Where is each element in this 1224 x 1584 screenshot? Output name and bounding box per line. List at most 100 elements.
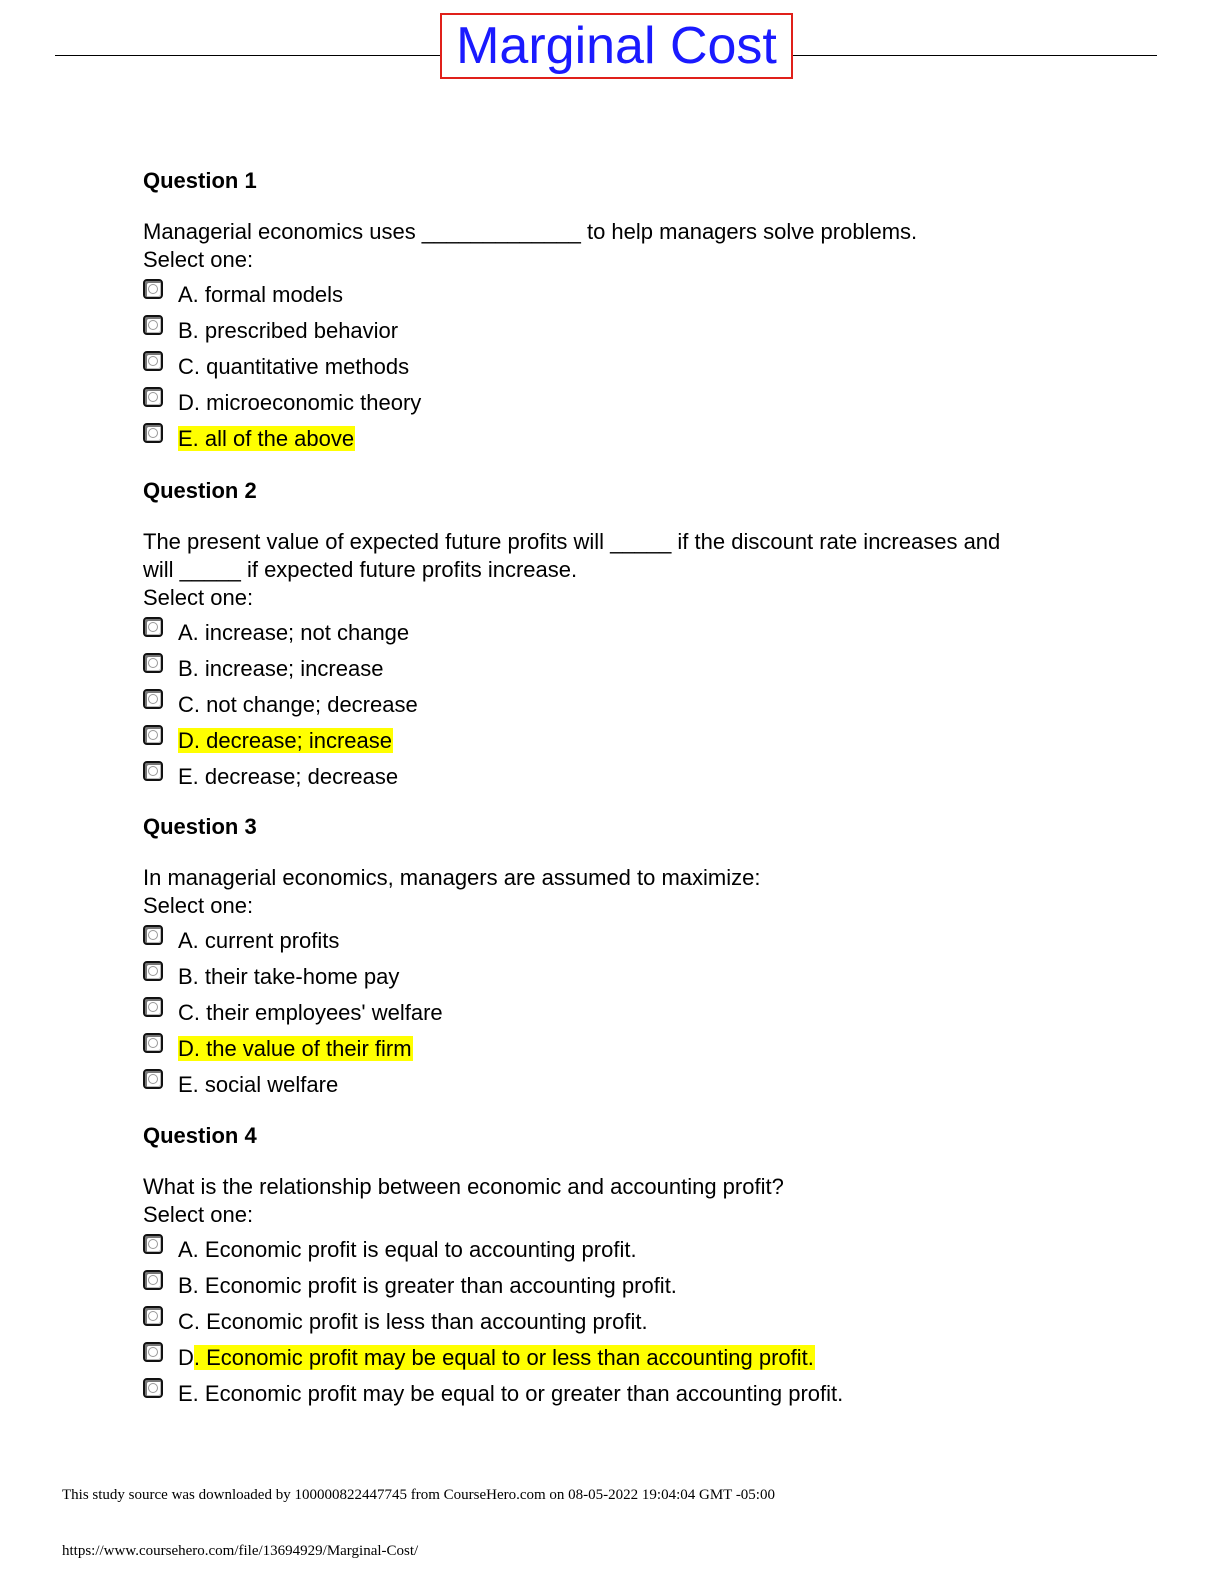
document-title: Marginal Cost (440, 13, 793, 79)
option-label: D. the value of their firm (178, 1033, 413, 1065)
answer-option-d[interactable]: D. decrease; increase (143, 725, 1103, 761)
radio-button-icon[interactable] (143, 1234, 163, 1254)
question-1: Question 1 Managerial economics uses ___… (143, 168, 1103, 459)
radio-button-icon[interactable] (143, 1306, 163, 1326)
answer-options: A. formal models B. prescribed behavior … (143, 279, 1103, 459)
option-label: C. their employees' welfare (178, 997, 443, 1029)
radio-button-icon[interactable] (143, 351, 163, 371)
answer-options: A. current profits B. their take-home pa… (143, 925, 1103, 1105)
answer-option-d[interactable]: D. microeconomic theory (143, 387, 1103, 423)
option-text: C. Economic profit is less than accounti… (178, 1309, 648, 1334)
radio-button-icon[interactable] (143, 1342, 163, 1362)
option-label: E. decrease; decrease (178, 761, 398, 793)
answer-option-c[interactable]: C. quantitative methods (143, 351, 1103, 387)
answer-option-b[interactable]: B. their take-home pay (143, 961, 1103, 997)
question-heading: Question 4 (143, 1123, 257, 1148)
option-text: C. not change; decrease (178, 692, 418, 717)
answer-option-c[interactable]: C. not change; decrease (143, 689, 1103, 725)
header-rule-right (793, 55, 1157, 56)
option-text: D. microeconomic theory (178, 390, 422, 415)
question-text-line: What is the relationship between economi… (143, 1174, 784, 1199)
radio-button-icon[interactable] (143, 761, 163, 781)
option-label: C. quantitative methods (178, 351, 409, 383)
option-label: A. formal models (178, 279, 343, 311)
question-text: What is the relationship between economi… (143, 1173, 1103, 1201)
answer-option-b[interactable]: B. prescribed behavior (143, 315, 1103, 351)
question-2: Question 2 The present value of expected… (143, 478, 1103, 797)
answer-option-e[interactable]: E. all of the above (143, 423, 1103, 459)
option-label: B. Economic profit is greater than accou… (178, 1270, 677, 1302)
radio-button-icon[interactable] (143, 689, 163, 709)
answer-option-d[interactable]: D. Economic profit may be equal to or le… (143, 1342, 1103, 1378)
radio-button-icon[interactable] (143, 961, 163, 981)
radio-button-icon[interactable] (143, 315, 163, 335)
answer-options: A. Economic profit is equal to accountin… (143, 1234, 1103, 1414)
question-text-line: The present value of expected future pro… (143, 529, 1001, 554)
option-label: B. increase; increase (178, 653, 383, 685)
select-one-label: Select one: (143, 1202, 254, 1227)
question-text-line: Managerial economics uses _____________ … (143, 219, 918, 244)
answer-option-a[interactable]: A. formal models (143, 279, 1103, 315)
radio-button-icon[interactable] (143, 997, 163, 1017)
option-label: E. social welfare (178, 1069, 338, 1101)
highlighted-answer: . Economic profit may be equal to or les… (193, 1345, 815, 1370)
radio-button-icon[interactable] (143, 725, 163, 745)
option-label: C. not change; decrease (178, 689, 418, 721)
radio-button-icon[interactable] (143, 1033, 163, 1053)
question-text: Managerial economics uses _____________ … (143, 218, 1103, 246)
question-heading: Question 3 (143, 814, 257, 839)
source-url: https://www.coursehero.com/file/13694929… (62, 1543, 419, 1559)
option-text: A. increase; not change (178, 620, 410, 645)
download-source-notice: This study source was downloaded by 1000… (62, 1487, 775, 1503)
answer-option-e[interactable]: E. Economic profit may be equal to or gr… (143, 1378, 1103, 1414)
radio-button-icon[interactable] (143, 1270, 163, 1290)
radio-button-icon[interactable] (143, 617, 163, 637)
radio-button-icon[interactable] (143, 1069, 163, 1089)
highlighted-answer: D. the value of their firm (178, 1036, 413, 1061)
option-text-prefix: D (178, 1345, 194, 1370)
option-text: A. formal models (178, 282, 344, 307)
option-label: C. Economic profit is less than accounti… (178, 1306, 648, 1338)
answer-option-e[interactable]: E. social welfare (143, 1069, 1103, 1105)
question-4: Question 4 What is the relationship betw… (143, 1123, 1103, 1414)
option-label: D. decrease; increase (178, 725, 393, 757)
option-label: B. prescribed behavior (178, 315, 398, 347)
answer-option-c[interactable]: C. their employees' welfare (143, 997, 1103, 1033)
option-text: B. increase; increase (178, 656, 384, 681)
question-text-line: In managerial economics, managers are as… (143, 865, 761, 890)
select-one-label: Select one: (143, 893, 254, 918)
option-text: C. quantitative methods (178, 354, 410, 379)
option-label: A. current profits (178, 925, 339, 957)
answer-option-a[interactable]: A. current profits (143, 925, 1103, 961)
answer-option-b[interactable]: B. increase; increase (143, 653, 1103, 689)
option-label: E. Economic profit may be equal to or gr… (178, 1378, 843, 1410)
option-text: A. current profits (178, 928, 340, 953)
option-text: C. their employees' welfare (178, 1000, 443, 1025)
radio-button-icon[interactable] (143, 925, 163, 945)
answer-option-a[interactable]: A. increase; not change (143, 617, 1103, 653)
answer-option-a[interactable]: A. Economic profit is equal to accountin… (143, 1234, 1103, 1270)
option-text: E. Economic profit may be equal to or gr… (178, 1381, 844, 1406)
option-text: E. decrease; decrease (178, 764, 399, 789)
option-text: A. Economic profit is equal to accountin… (178, 1237, 637, 1262)
radio-button-icon[interactable] (143, 279, 163, 299)
option-text: B. their take-home pay (178, 964, 400, 989)
option-text: B. Economic profit is greater than accou… (178, 1273, 677, 1298)
answer-options: A. increase; not change B. increase; inc… (143, 617, 1103, 797)
answer-option-b[interactable]: B. Economic profit is greater than accou… (143, 1270, 1103, 1306)
radio-button-icon[interactable] (143, 423, 163, 443)
answer-option-d[interactable]: D. the value of their firm (143, 1033, 1103, 1069)
option-label: A. increase; not change (178, 617, 409, 649)
question-heading: Question 1 (143, 168, 257, 193)
question-text-line: will _____ if expected future profits in… (143, 557, 578, 582)
answer-option-c[interactable]: C. Economic profit is less than accounti… (143, 1306, 1103, 1342)
radio-button-icon[interactable] (143, 1378, 163, 1398)
option-label: D. Economic profit may be equal to or le… (178, 1342, 815, 1374)
select-one-label: Select one: (143, 585, 254, 610)
header-rule-left (55, 55, 440, 56)
answer-option-e[interactable]: E. decrease; decrease (143, 761, 1103, 797)
radio-button-icon[interactable] (143, 653, 163, 673)
option-label: B. their take-home pay (178, 961, 399, 993)
radio-button-icon[interactable] (143, 387, 163, 407)
option-text: B. prescribed behavior (178, 318, 399, 343)
